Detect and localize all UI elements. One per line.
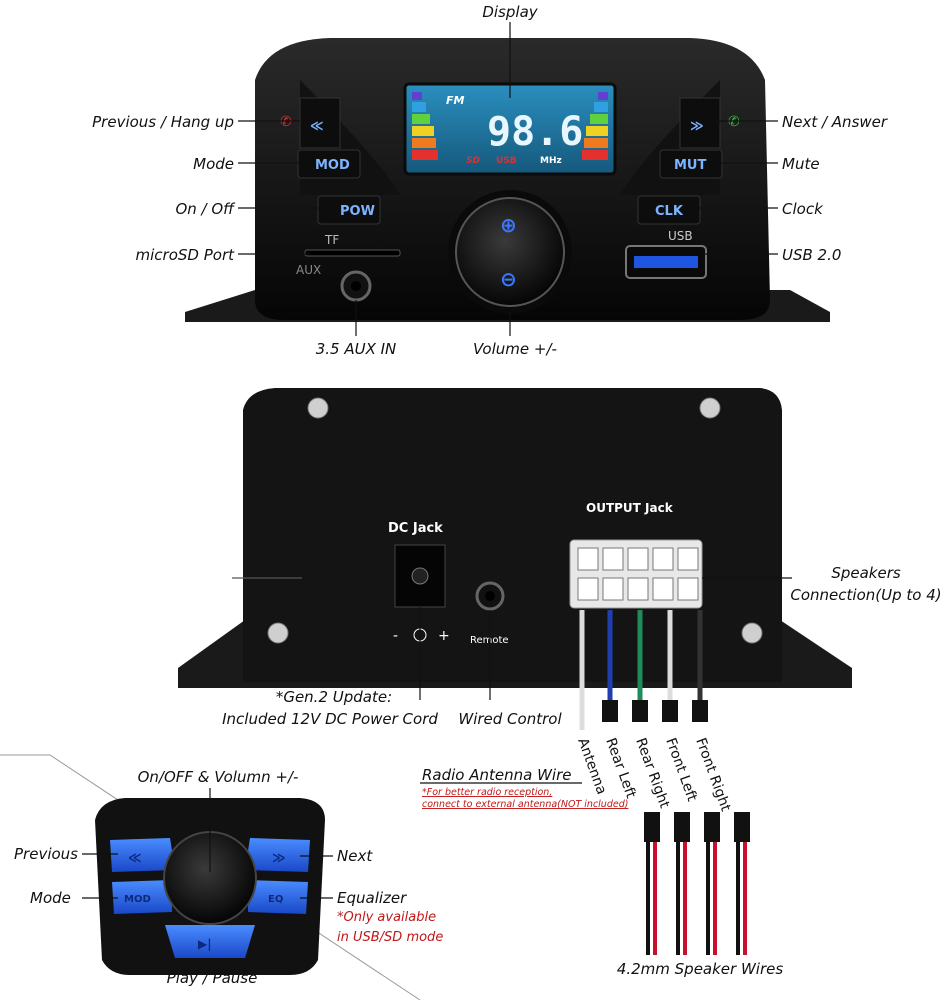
polarity-plus: + (438, 628, 450, 644)
svg-text:▶|: ▶| (198, 937, 212, 951)
polarity-minus: - (393, 628, 398, 644)
remote-eq-note-line2: in USB/SD mode (337, 930, 443, 945)
mode-label: Mode (193, 155, 234, 173)
volume-knob[interactable]: ⊕ ⊖ (448, 190, 572, 314)
lcd-usb-indicator: USB (496, 156, 517, 166)
remote-next-key[interactable]: ≫ (245, 838, 310, 872)
remote-previous-label: Previous (14, 845, 78, 863)
aux-in-label: 3.5 AUX IN (316, 340, 397, 358)
tf-text: TF (324, 233, 339, 247)
display-label: Display (482, 3, 538, 21)
svg-text:MOD: MOD (315, 158, 350, 173)
screw-icon (699, 397, 721, 419)
previous-button[interactable]: ≪ ✆ (280, 97, 341, 149)
svg-text:≫: ≫ (690, 119, 704, 134)
svg-text:EQ: EQ (268, 894, 283, 905)
remote-eq-key[interactable]: EQ (248, 880, 308, 914)
mute-button[interactable]: MUT (659, 149, 723, 179)
usb-label: USB 2.0 (782, 246, 841, 264)
screw-icon (267, 622, 289, 644)
lcd-band: FM (446, 94, 465, 107)
screw-icon (741, 622, 763, 644)
answer-phone-icon: ✆ (728, 114, 740, 130)
next-answer-label: Next / Answer (782, 113, 888, 131)
volume-down-icon[interactable]: ⊖ (500, 267, 517, 291)
svg-text:≪: ≪ (128, 851, 142, 866)
remote-play-pause-key[interactable]: ▶| (165, 925, 255, 958)
radio-note-line1: *For better radio reception, (422, 787, 552, 798)
dc-jack-hole (411, 567, 429, 585)
speaker-wires (644, 812, 750, 955)
remote-mode-label: Mode (30, 889, 71, 907)
radio-note-line2: connect to external antenna(NOT included… (422, 799, 628, 810)
microsd-slot[interactable] (304, 249, 401, 257)
gen2-label-line1: *Gen.2 Update: (276, 688, 392, 706)
screw-icon (307, 397, 329, 419)
lcd-display: FM 98.6 MHz SD USB (403, 82, 617, 176)
remote-top-label: On/OFF & Volumn +/- (138, 768, 299, 786)
remote-equalizer-label: Equalizer (337, 889, 407, 907)
lcd-sd-indicator: SD (466, 156, 480, 166)
remote-eq-note-line1: *Only available (337, 910, 436, 925)
next-button[interactable]: ≫ ✆ (679, 97, 740, 149)
lcd-eq-bars-left (412, 92, 438, 160)
remote-jack-hole (485, 591, 495, 601)
gen2-label-line2: Included 12V DC Power Cord (222, 710, 438, 728)
output-jack-pins (577, 547, 699, 601)
lcd-frequency: 98.6 (487, 109, 583, 155)
output-jack-plate: OUTPUT Jack (586, 501, 674, 515)
hang-up-phone-icon: ✆ (280, 114, 292, 130)
radio-antenna-label: Radio Antenna Wire (422, 766, 572, 784)
previous-hangup-label: Previous / Hang up (92, 113, 234, 131)
power-button[interactable]: POW (317, 195, 381, 225)
svg-text:≫: ≫ (272, 851, 286, 866)
wire-label-front-right: Front Right (692, 736, 733, 814)
mod-button[interactable]: MOD (297, 149, 361, 179)
clock-label: Clock (782, 200, 824, 218)
back-panel: DC Jack - + Remote OUTPUT Jack (178, 388, 942, 978)
speakers-label-line1: Speakers (831, 564, 901, 582)
lcd-unit: MHz (540, 156, 562, 166)
output-wires (579, 610, 708, 730)
usb-text: USB (668, 229, 693, 243)
remote-mode-key[interactable]: MOD (112, 880, 172, 914)
wired-control-label: Wired Control (458, 710, 562, 728)
aux-text: AUX (296, 263, 321, 277)
front-panel: FM 98.6 MHz SD USB ≪ ✆ MOD POW ≫ ✆ MUT (92, 3, 888, 358)
aux-jack-hole (351, 281, 361, 291)
lcd-eq-bars-right (582, 92, 608, 160)
usb-port-insert (634, 256, 698, 268)
microsd-label: microSD Port (136, 246, 236, 264)
remote-next-label: Next (337, 847, 373, 865)
remote-text: Remote (470, 635, 509, 646)
svg-text:POW: POW (340, 204, 375, 219)
wired-remote: ≪ ≫ MOD EQ ▶| On/OFF & Volumn +/- Previo… (0, 754, 443, 1000)
svg-text:MOD: MOD (124, 894, 151, 905)
speakers-label-line2: Connection(Up to 4) (790, 586, 941, 604)
dc-jack-plate: DC Jack (388, 521, 443, 536)
svg-text:≪: ≪ (310, 119, 324, 134)
onoff-label: On / Off (175, 200, 236, 218)
volume-up-icon[interactable]: ⊕ (500, 213, 517, 237)
svg-text:MUT: MUT (674, 158, 706, 173)
speaker-wires-label: 4.2mm Speaker Wires (617, 960, 784, 978)
mute-label: Mute (782, 155, 820, 173)
svg-text:CLK: CLK (655, 204, 684, 219)
remote-play-pause-label: Play / Pause (167, 969, 258, 987)
volume-label: Volume +/- (473, 340, 557, 358)
remote-previous-key[interactable]: ≪ (110, 838, 175, 872)
clock-button[interactable]: CLK (637, 195, 701, 225)
